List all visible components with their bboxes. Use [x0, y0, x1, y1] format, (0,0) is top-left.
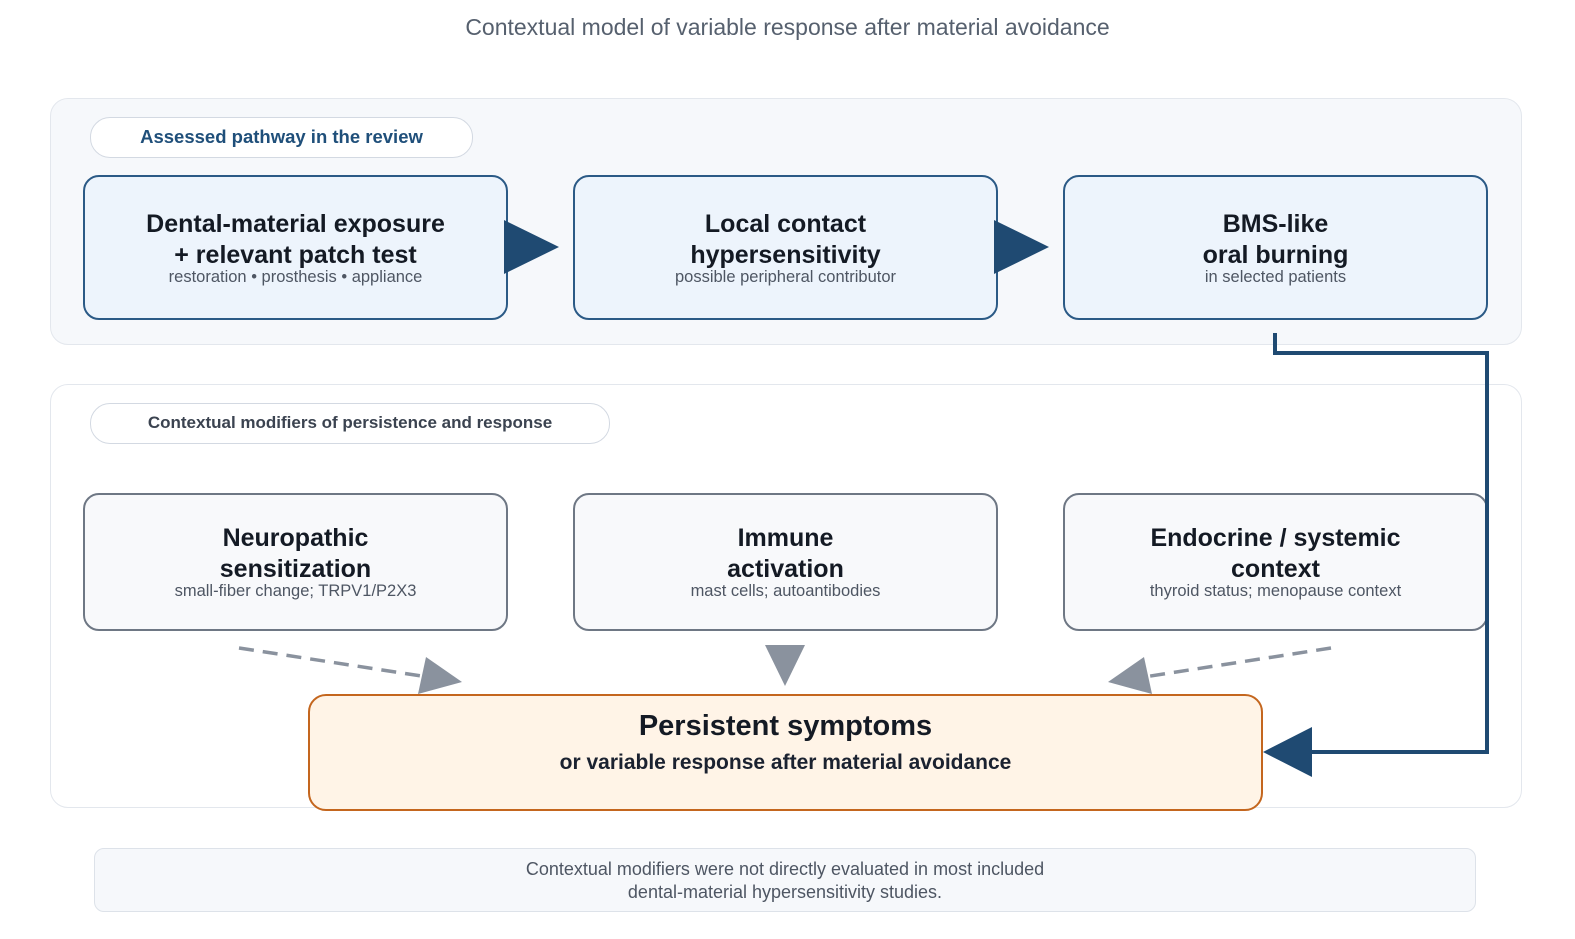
persistent-symptoms-outcome-node: Persistent symptoms or variable response… [308, 694, 1263, 811]
node-subtitle: thyroid status; menopause context [1149, 582, 1402, 600]
node-title: BMS-like oral burning [1202, 209, 1349, 269]
node-title: Immune activation [727, 524, 844, 583]
node-title: Endocrine / systemic context [1150, 524, 1401, 583]
outcome-subtitle: or variable response after material avoi… [559, 751, 1012, 774]
neuropathic-to-outcome-connector [238, 646, 429, 679]
node-title: Dental-material exposure + relevant patc… [146, 209, 445, 269]
bms-to-outcome-connector [1273, 333, 1489, 754]
outcome-title: Persistent symptoms [638, 710, 933, 742]
exposure-patch-test-node: Dental-material exposure + relevant patc… [83, 175, 508, 320]
assessed-pathway-label: Assessed pathway in the review [90, 117, 473, 158]
bms-to-outcome-arrowhead [1263, 727, 1312, 777]
endocrine-to-outcome-connector [1143, 646, 1332, 679]
node-subtitle: restoration • prosthesis • appliance [168, 267, 423, 286]
node-subtitle: in selected patients [1204, 267, 1347, 286]
contextual-modifiers-label: Contextual modifiers of persistence and … [90, 403, 610, 444]
immune-activation-node: Immune activation mast cells; autoantibo… [573, 493, 998, 631]
node-subtitle: possible peripheral contributor [674, 267, 897, 286]
neuropathic-to-outcome-arrowhead [418, 657, 462, 694]
node-title: Local contact hypersensitivity [690, 209, 881, 269]
immune-to-outcome-arrowhead [765, 645, 805, 686]
endocrine-to-outcome-arrowhead [1108, 657, 1152, 694]
node-title: Neuropathic sensitization [219, 524, 372, 583]
node-subtitle: mast cells; autoantibodies [690, 582, 881, 600]
neuropathic-sensitization-node: Neuropathic sensitization small-fiber ch… [83, 493, 508, 631]
bms-like-oral-burning-node: BMS-like oral burning in selected patien… [1063, 175, 1488, 320]
node-subtitle: small-fiber change; TRPV1/P2X3 [174, 582, 417, 600]
local-contact-hypersensitivity-node: Local contact hypersensitivity possible … [573, 175, 998, 320]
endocrine-systemic-context-node: Endocrine / systemic context thyroid sta… [1063, 493, 1488, 631]
footnote: Contextual modifiers were not directly e… [94, 848, 1476, 912]
diagram-subtitle: Contextual model of variable response af… [465, 14, 1110, 40]
arrow-exposure-to-hypersensitivity [504, 220, 559, 274]
arrow-hypersensitivity-to-bms [994, 220, 1049, 274]
